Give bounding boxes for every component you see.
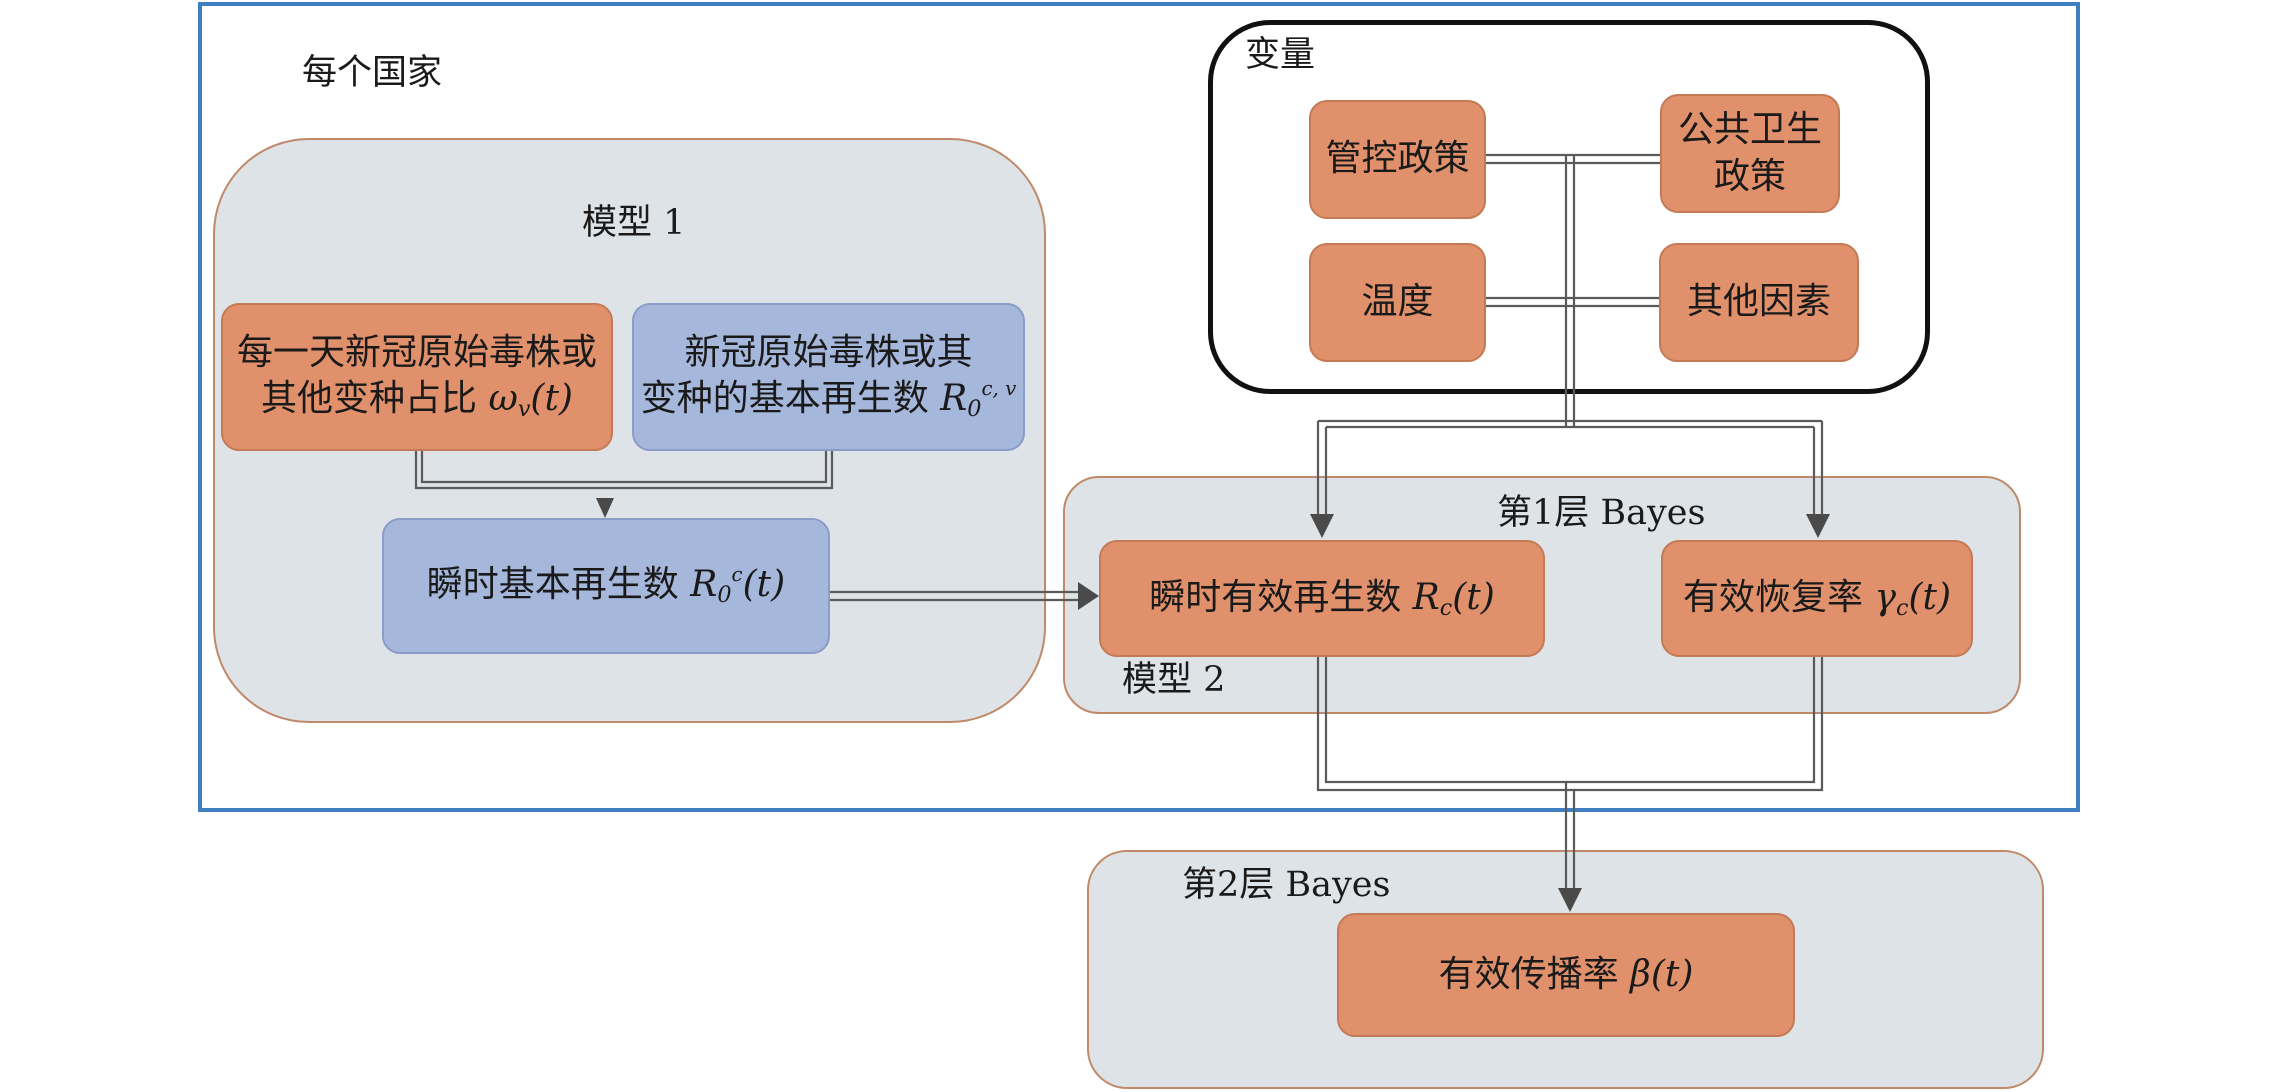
country-frame (198, 2, 2080, 812)
connector-variant-r0 (608, 451, 834, 490)
effective-rt-box: 瞬时有效再生数 Rc(t) (1099, 540, 1545, 657)
arrowhead-gamma-top (1806, 514, 1830, 538)
transmission-rate-label: 有效传播率 (1438, 953, 1631, 995)
instant-r0-label: 瞬时基本再生数 (426, 564, 691, 606)
variant-r0-line1: 新冠原始毒株或其 (684, 332, 973, 374)
other-factors-label: 其他因素 (1686, 281, 1831, 323)
temperature-label: 温度 (1361, 281, 1434, 323)
control-policy-box: 管控政策 (1309, 100, 1486, 219)
instant-r0-subscript: 0 (717, 582, 732, 609)
omega-subscript: v (517, 396, 531, 423)
layer2-title: 第2层 Bayes (1182, 865, 1391, 905)
gamma-symbol: γ (1874, 576, 1896, 618)
temperature-box: 温度 (1309, 243, 1486, 362)
arrowhead-instant-r0 (596, 498, 614, 518)
connector-rt-down (1316, 657, 1574, 792)
instant-r0-symbol: R (690, 564, 718, 606)
beta-symbol: β (1630, 953, 1651, 995)
public-health-line2: 政策 (1713, 155, 1786, 197)
connector-variant-share (414, 451, 608, 490)
gamma-subscript: c (1895, 594, 1909, 621)
effective-rt-subscript: c (1439, 594, 1453, 621)
layer1-title: 第1层 Bayes (1497, 493, 1706, 533)
country-label: 每个国家 (302, 53, 443, 93)
effective-rt-symbol: R (1412, 576, 1440, 618)
public-health-line1: 公共卫生 (1677, 109, 1822, 151)
control-policy-label: 管控政策 (1325, 138, 1470, 180)
effective-rt-argument: (t) (1452, 576, 1495, 618)
model1-title: 模型 1 (582, 203, 686, 243)
connector-gamma-down (1574, 657, 1824, 792)
recovery-rate-label: 有效恢复率 (1682, 576, 1875, 618)
gamma-argument: (t) (1908, 576, 1952, 618)
instant-r0-superscript: c (731, 563, 743, 587)
recovery-rate-box: 有效恢复率 γc(t) (1661, 540, 1973, 657)
beta-argument: (t) (1650, 953, 1694, 995)
arrowhead-rt-top (1310, 514, 1334, 538)
variant-share-box: 每一天新冠原始毒株或 其他变种占比 ωv(t) (221, 303, 613, 451)
variant-share-line2: 其他变种占比 (261, 378, 489, 420)
public-health-box: 公共卫生 政策 (1660, 94, 1840, 213)
instant-r0-box: 瞬时基本再生数 R0c(t) (382, 518, 830, 654)
variant-r0-line2: 变种的基本再生数 (640, 378, 941, 420)
instant-r0-argument: (t) (742, 564, 786, 606)
arrowhead-transmission (1558, 888, 1582, 912)
effective-rt-label: 瞬时有效再生数 (1149, 576, 1413, 618)
omega-argument: (t) (530, 378, 573, 420)
omega-symbol: ω (488, 378, 518, 420)
r0-symbol: R (940, 378, 968, 420)
variant-share-line1: 每一天新冠原始毒株或 (236, 332, 597, 374)
variables-title: 变量 (1245, 35, 1316, 75)
transmission-rate-box: 有效传播率 β(t) (1337, 913, 1795, 1037)
r0-subscript: 0 (967, 396, 982, 423)
other-factors-box: 其他因素 (1659, 243, 1859, 362)
r0-superscript: c, v (981, 377, 1017, 401)
arrowhead-rt-left (1078, 582, 1099, 610)
model2-label: 模型 2 (1122, 660, 1226, 700)
variant-r0-box: 新冠原始毒株或其 变种的基本再生数 R0c, v (632, 303, 1025, 451)
